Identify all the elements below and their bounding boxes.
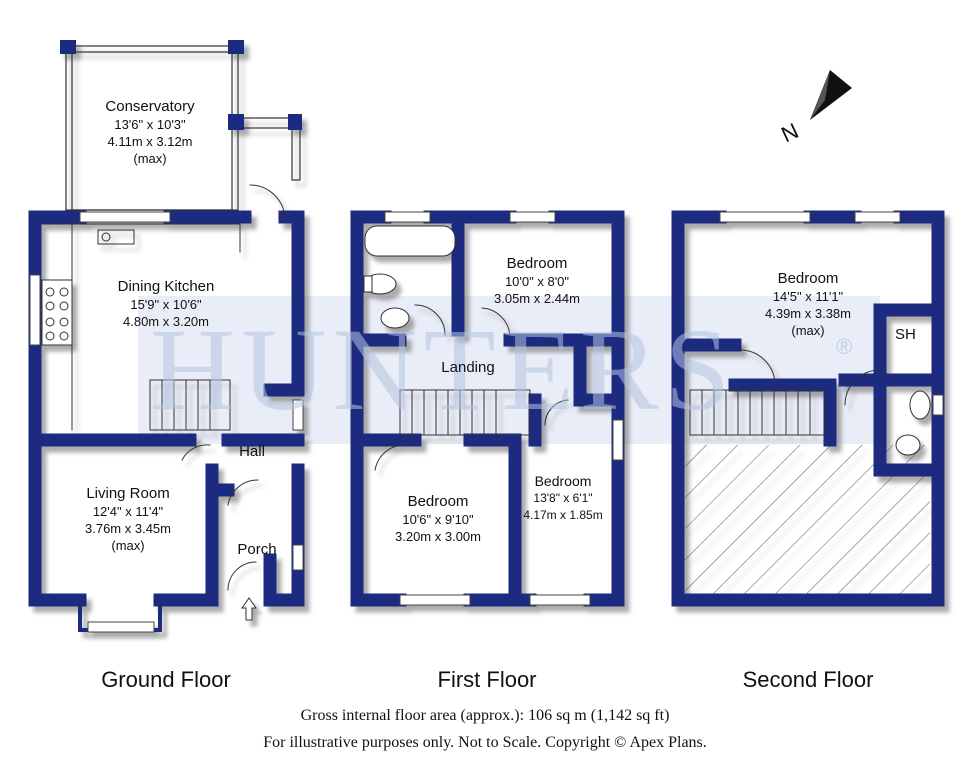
room-bedroom-2f: Bedroom 14'5" x 11'1" 4.39m x 3.38m (max… xyxy=(765,270,851,338)
room-landing: Landing xyxy=(441,359,495,376)
floor-area-text: Gross internal floor area (approx.): 106… xyxy=(300,707,670,724)
room-bedroom-1f-rear: Bedroom 10'0" x 8'0" 3.05m x 2.44m xyxy=(494,255,580,306)
ground-floor-plan xyxy=(28,40,305,633)
room-bedroom-1f-small: Bedroom 13'8" x 6'1" 4.17m x 1.85m xyxy=(523,473,603,522)
copyright-text: For illustrative purposes only. Not to S… xyxy=(263,734,707,751)
room-hall: Hall xyxy=(239,443,265,460)
second-floor-label: Second Floor xyxy=(742,667,874,692)
first-floor-label: First Floor xyxy=(437,667,537,692)
watermark-text: HUNTERS xyxy=(150,304,737,435)
room-living-room: Living Room 12'4" x 11'4" 3.76m x 3.45m … xyxy=(85,485,171,553)
first-floor-plan xyxy=(350,210,625,607)
second-floor-plan xyxy=(671,210,945,607)
room-bedroom-1f-front: Bedroom 10'6" x 9'10" 3.20m x 3.00m xyxy=(395,493,481,544)
ground-floor-label: Ground Floor xyxy=(101,667,231,692)
room-porch: Porch xyxy=(237,541,277,558)
room-shower: SH xyxy=(895,326,916,343)
north-compass-icon xyxy=(810,70,852,120)
room-conservatory: Conservatory 13'6" x 10'3" 4.11m x 3.12m… xyxy=(105,98,195,166)
room-dining-kitchen: Dining Kitchen 15'9" x 10'6" 4.80m x 3.2… xyxy=(117,278,215,329)
watermark-registered-mark: ® xyxy=(836,334,853,359)
watermark-band xyxy=(138,296,880,444)
